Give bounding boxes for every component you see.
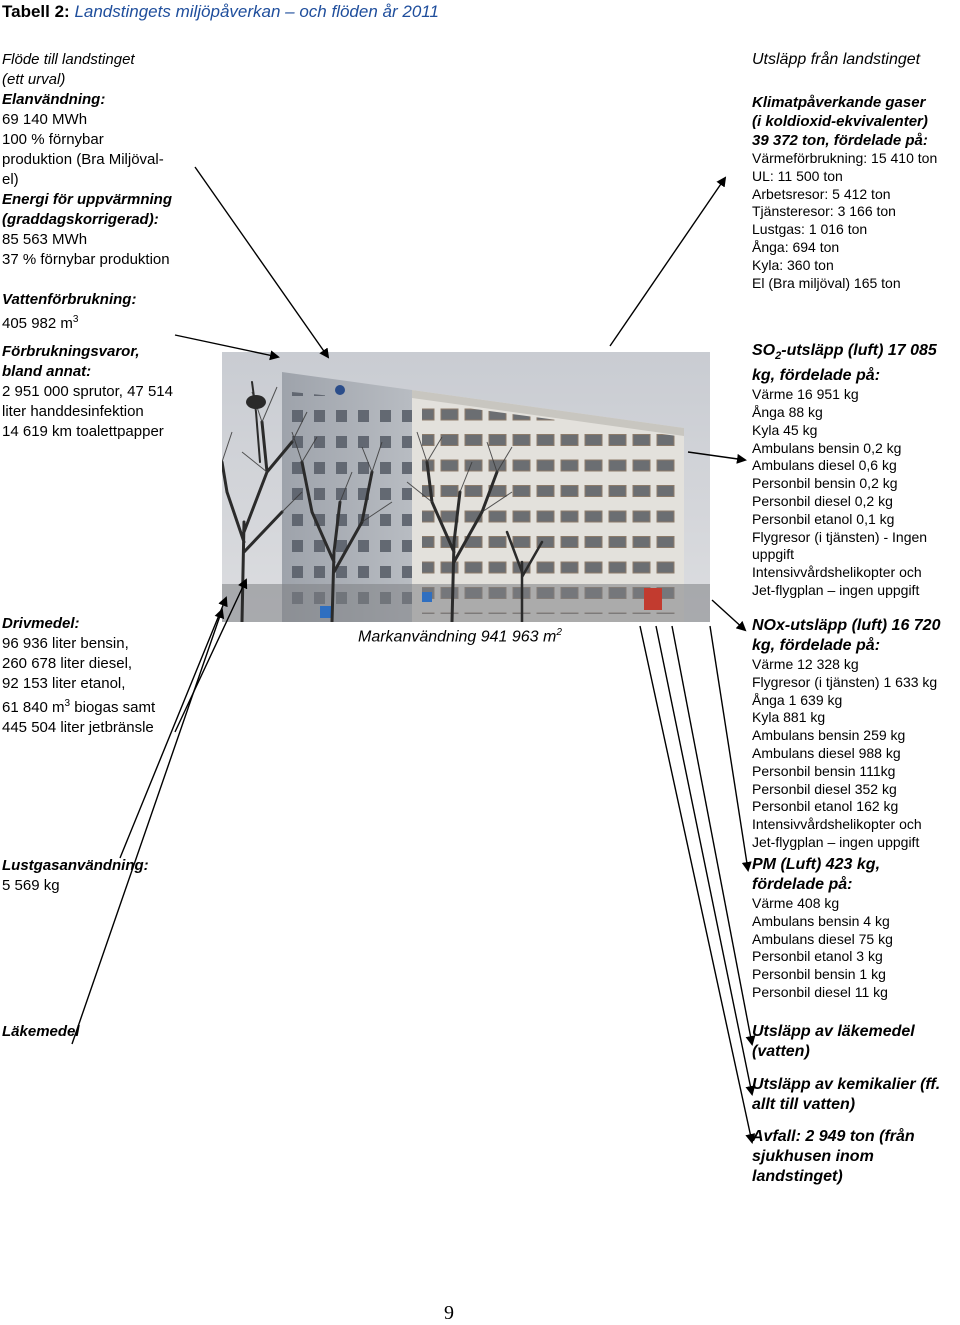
medicine-section: Läkemedel [2, 1022, 80, 1042]
nox-section: NOx-utsläpp (luft) 16 720 kg, fördelade … [752, 616, 940, 852]
fuel-section: Drivmedel: 96 936 liter bensin, 260 678 … [2, 614, 155, 738]
pm-section: PM (Luft) 423 kg, fördelade på: Värme 40… [752, 855, 893, 1002]
hospital-building-photo [222, 352, 710, 622]
arrow-electricity [195, 167, 328, 357]
medicine-emissions: Utsläpp av läkemedel (vatten) [752, 1022, 915, 1062]
emissions-heading: Utsläpp från landstinget [752, 50, 920, 70]
arrow-medicine-out [672, 626, 752, 1044]
ghg-section: Klimatpåverkande gaser (i koldioxid-ekvi… [752, 93, 937, 292]
flow-section: Flöde till landstinget (ett urval) Elanv… [2, 50, 172, 270]
table-title: Tabell 2: Landstingets miljöpåverkan – o… [2, 2, 439, 22]
water-section: Vattenförbrukning: 405 982 m3 [2, 290, 136, 334]
arrow-waste [640, 626, 752, 1142]
page-number: 9 [444, 1302, 454, 1325]
chemicals-emissions: Utsläpp av kemikalier (ff. allt till vat… [752, 1075, 940, 1115]
land-use-label: Markanvändning 941 963 m2 [358, 627, 562, 646]
consumables-section: Förbrukningsvaror, bland annat: 2 951 00… [2, 342, 173, 442]
nitrous-section: Lustgasanvändning: 5 569 kg [2, 856, 149, 896]
so2-section: SO2-utsläpp (luft) 17 085 kg, fördelade … [752, 341, 937, 600]
arrow-chemicals [656, 626, 752, 1094]
waste-section: Avfall: 2 949 ton (från sjukhusen inom l… [752, 1127, 915, 1187]
arrow-ghg [610, 178, 725, 346]
arrow-pm [710, 626, 748, 870]
arrow-nox [712, 600, 745, 630]
